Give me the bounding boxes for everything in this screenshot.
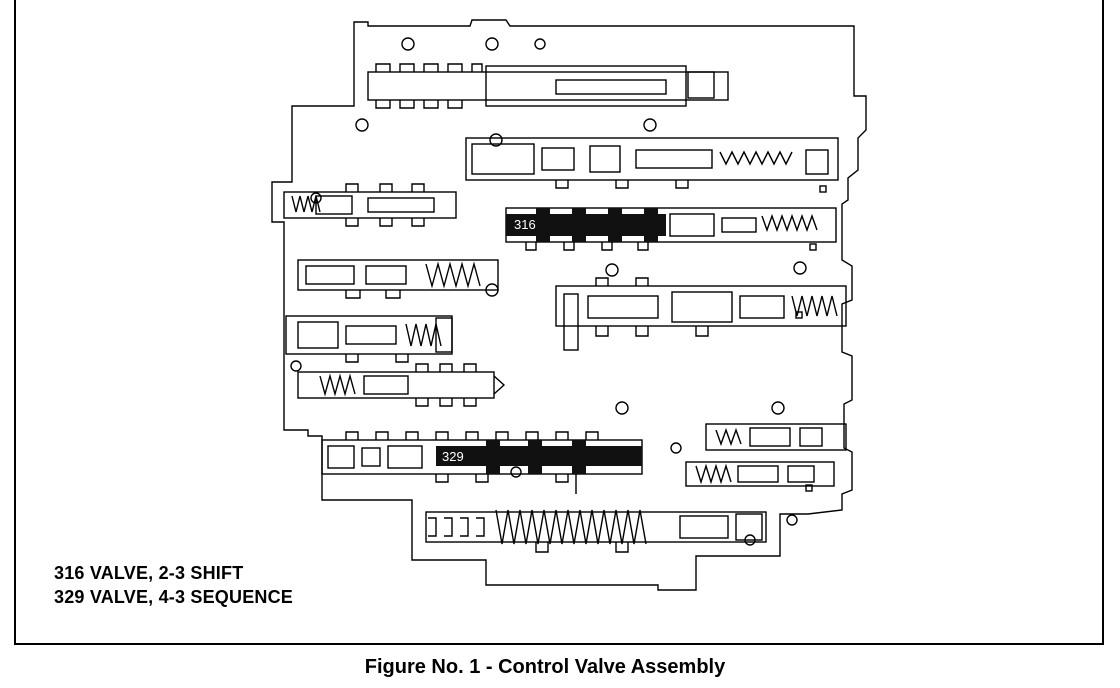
valve-329-highlight: 329 bbox=[436, 440, 642, 474]
callout-329: 329 bbox=[442, 449, 464, 464]
valve-bore-7 bbox=[285, 315, 453, 363]
valve-bore-right-b bbox=[685, 461, 835, 487]
valve-bore-right-a bbox=[705, 423, 847, 451]
callout-316: 316 bbox=[514, 217, 536, 232]
figure-frame: 316 329 bbox=[14, 0, 1104, 645]
legend-316: 316 VALVE, 2-3 SHIFT bbox=[54, 563, 244, 583]
valve-bore-top bbox=[367, 63, 729, 109]
valve-bore-8 bbox=[297, 363, 506, 407]
valve-body-outline bbox=[271, 19, 867, 591]
valve-bore-6 bbox=[555, 277, 847, 351]
valve-body-drawing: 316 329 bbox=[271, 19, 867, 591]
valve-bore-5 bbox=[297, 259, 499, 299]
valve-316-highlight: 316 bbox=[506, 208, 666, 242]
valve-bore-3 bbox=[283, 183, 457, 227]
legend-329: 329 VALVE, 4-3 SEQUENCE bbox=[54, 587, 294, 607]
valve-bore-2 bbox=[465, 137, 839, 189]
figure-caption: Figure No. 1 - Control Valve Assembly bbox=[364, 656, 726, 678]
valve-bore-bottom bbox=[425, 509, 767, 553]
